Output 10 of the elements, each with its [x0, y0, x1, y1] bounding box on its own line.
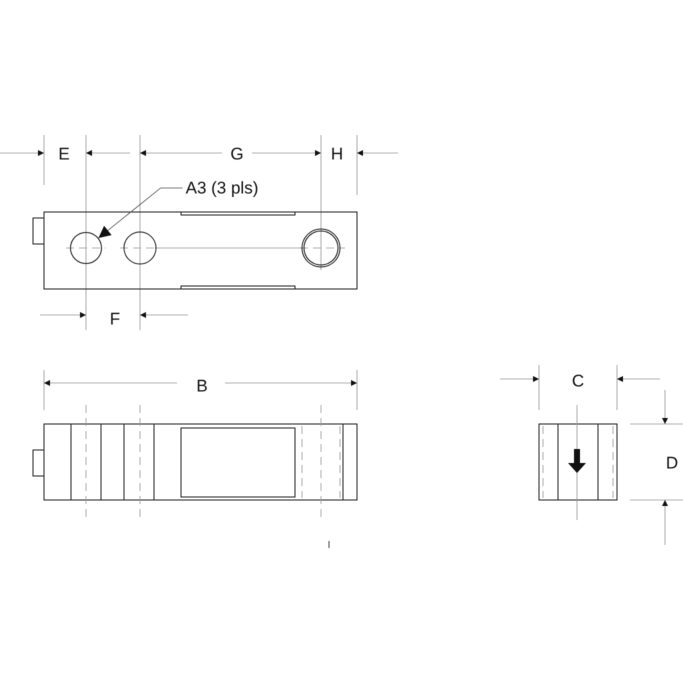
dimension-label: H [330, 146, 344, 162]
dimension-label: C [572, 372, 584, 390]
leader-line [98, 188, 184, 238]
dimension-label: B [196, 378, 208, 394]
dimension-label: F [110, 310, 120, 328]
dimension-label: E [58, 146, 70, 162]
callout-label: A3 (3 pls) [186, 180, 258, 196]
dimension-label: G [230, 146, 244, 162]
dimension-label: D [666, 454, 678, 472]
mounting-hole [70, 232, 102, 264]
